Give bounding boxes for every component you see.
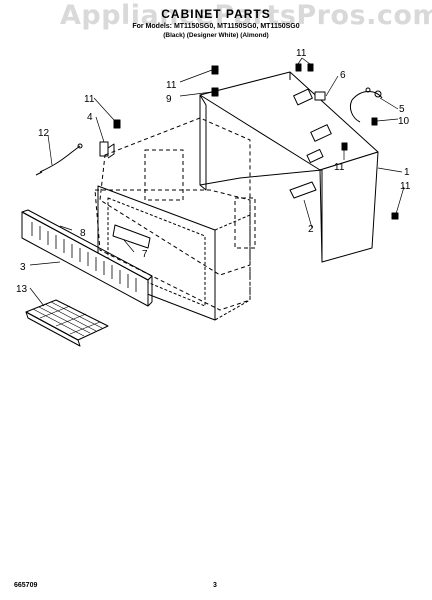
callout-6: 6 xyxy=(340,70,346,81)
callout-3: 3 xyxy=(20,262,26,273)
thermal-cutout xyxy=(349,87,383,123)
inner-cavity xyxy=(94,117,256,311)
document-number: 665709 xyxy=(14,582,38,589)
page-number: 3 xyxy=(213,582,217,589)
callout-4: 4 xyxy=(87,112,93,123)
callout-9: 9 xyxy=(166,94,172,105)
model-list: For Models: MT1150SG0, MT1150SG0, MT1150… xyxy=(132,23,300,30)
callout-11-c: 11 xyxy=(84,94,95,105)
front-frame xyxy=(97,185,251,321)
callout-2: 2 xyxy=(308,224,314,235)
callout-11-e: 11 xyxy=(334,162,345,173)
watermark: AppliancePartsPros.com xyxy=(60,0,432,31)
grease-filter xyxy=(25,299,109,347)
leader-lines xyxy=(29,57,405,307)
callout-11-b: 11 xyxy=(296,48,307,59)
callout-13: 13 xyxy=(16,284,28,295)
vent-grille xyxy=(21,209,153,307)
color-list: (Black) (Designer White) (Almond) xyxy=(163,32,269,39)
callout-5: 5 xyxy=(399,104,405,115)
callout-10: 10 xyxy=(398,116,410,127)
hinge-bracket xyxy=(99,141,115,159)
callout-11-d: 11 xyxy=(400,181,411,192)
callout-1: 1 xyxy=(404,167,410,178)
callout-labels: 11 9 11 6 11 4 5 10 12 1 11 11 8 2 7 3 1… xyxy=(16,48,411,295)
callout-12: 12 xyxy=(38,128,50,139)
callout-7: 7 xyxy=(142,249,148,260)
outer-cabinet xyxy=(199,71,379,263)
callout-11-a: 11 xyxy=(166,80,177,91)
diagram-title: CABINET PARTS xyxy=(161,7,271,21)
power-cord xyxy=(35,143,83,176)
callout-8: 8 xyxy=(80,228,86,239)
